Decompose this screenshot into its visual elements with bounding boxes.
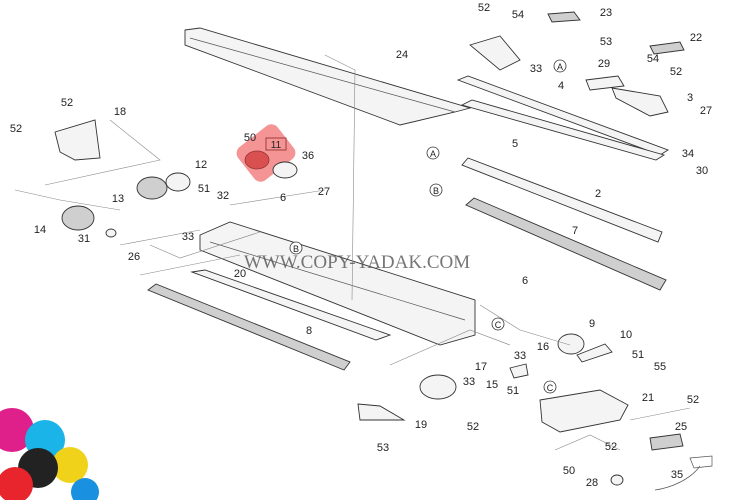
part-22: [649, 41, 685, 55]
part-7-auger: [465, 197, 667, 291]
callout: 17: [475, 361, 487, 373]
callout: 27: [318, 186, 330, 198]
callout: 10: [620, 329, 632, 341]
part-36-gear: [272, 161, 298, 179]
part-29: [585, 75, 625, 91]
part-25: [649, 433, 684, 451]
callout: 6: [522, 275, 528, 287]
part-17-bearing: [419, 374, 457, 400]
callout: 7: [572, 225, 578, 237]
part-bracket-top: [469, 35, 521, 71]
part-12-gear: [165, 172, 191, 192]
callout: 3: [687, 92, 693, 104]
callout: 14: [34, 224, 46, 236]
callout-labels: 52 54 23 53 22 33 29 4 54 52 3 27 24 5 3…: [10, 2, 712, 489]
callout: 13: [112, 193, 124, 205]
callout: 33: [530, 63, 542, 75]
callout: 52: [61, 97, 73, 109]
part-10-arm: [576, 343, 613, 363]
part-23: [547, 11, 581, 23]
part-3: [611, 87, 669, 117]
part-18-bracket: [54, 119, 101, 161]
callout: 19: [415, 419, 427, 431]
housing: [199, 221, 476, 346]
ref-mark-b: B: [293, 244, 299, 254]
callout: 26: [128, 251, 140, 263]
callout: 33: [182, 231, 194, 243]
callout: 54: [647, 53, 659, 65]
part-9-pulley: [557, 333, 585, 355]
ref-mark-a: A: [430, 149, 436, 159]
callout: 52: [467, 421, 479, 433]
part-5-rail: [460, 99, 666, 161]
callout: 6: [280, 192, 286, 204]
watermark: WWW.COPY-YADAK.COM: [244, 252, 470, 273]
callout: 54: [512, 9, 524, 21]
callout: 9: [589, 318, 595, 330]
callout: 5: [512, 138, 518, 150]
callout-11-highlighted: 11: [271, 140, 282, 151]
callout: 51: [198, 183, 210, 195]
reference-marks: A A B B C C: [289, 59, 567, 394]
callout: 22: [690, 32, 702, 44]
callout: 29: [598, 58, 610, 70]
callout: 53: [377, 442, 389, 454]
callout: 8: [306, 325, 312, 337]
callout: 24: [396, 49, 408, 61]
callout: 4: [558, 80, 564, 92]
part-20-blade: [190, 269, 392, 341]
part-4-rail: [456, 75, 670, 156]
callout: 25: [675, 421, 687, 433]
callout: 35: [671, 469, 683, 481]
part-35-harness: [654, 455, 713, 491]
callout: 33: [514, 350, 526, 362]
callout: 52: [605, 441, 617, 453]
logo-color-blobs: [0, 408, 99, 500]
part-31: [105, 228, 117, 238]
callout: 51: [632, 349, 644, 361]
callout: 30: [696, 165, 708, 177]
callout: 32: [217, 190, 229, 202]
callout: 52: [478, 2, 490, 14]
callout: 28: [586, 477, 598, 489]
callout: 20: [234, 268, 246, 280]
callout: 12: [195, 159, 207, 171]
callout: 53: [600, 36, 612, 48]
callout: 23: [600, 7, 612, 19]
callout: 55: [654, 361, 666, 373]
part-28: [610, 474, 624, 486]
callout: 21: [642, 392, 654, 404]
ref-mark-b: B: [433, 186, 439, 196]
callout: 2: [595, 188, 601, 200]
part-21-unit: [539, 389, 629, 433]
callout: 50: [244, 132, 256, 144]
callout: 52: [687, 394, 699, 406]
callout: 52: [10, 123, 22, 135]
ref-mark-c: C: [495, 320, 502, 330]
callout: 27: [700, 105, 712, 117]
callout: 36: [302, 150, 314, 162]
ref-mark-a: A: [557, 62, 563, 72]
callout: 16: [537, 341, 549, 353]
part-2-roller: [461, 157, 663, 243]
callout: 31: [78, 233, 90, 245]
part-13-gear: [136, 176, 168, 200]
callout: 18: [114, 106, 126, 118]
callout: 51: [507, 385, 519, 397]
callout: 34: [682, 148, 694, 160]
part-16: [509, 363, 529, 379]
part-14-gear: [61, 205, 95, 231]
ref-mark-c: C: [547, 383, 554, 393]
callout: 15: [486, 379, 498, 391]
part-19: [357, 403, 406, 421]
callout: 50: [563, 465, 575, 477]
callout: 33: [463, 376, 475, 388]
callout: 52: [670, 66, 682, 78]
part-8-auger: [147, 283, 351, 371]
